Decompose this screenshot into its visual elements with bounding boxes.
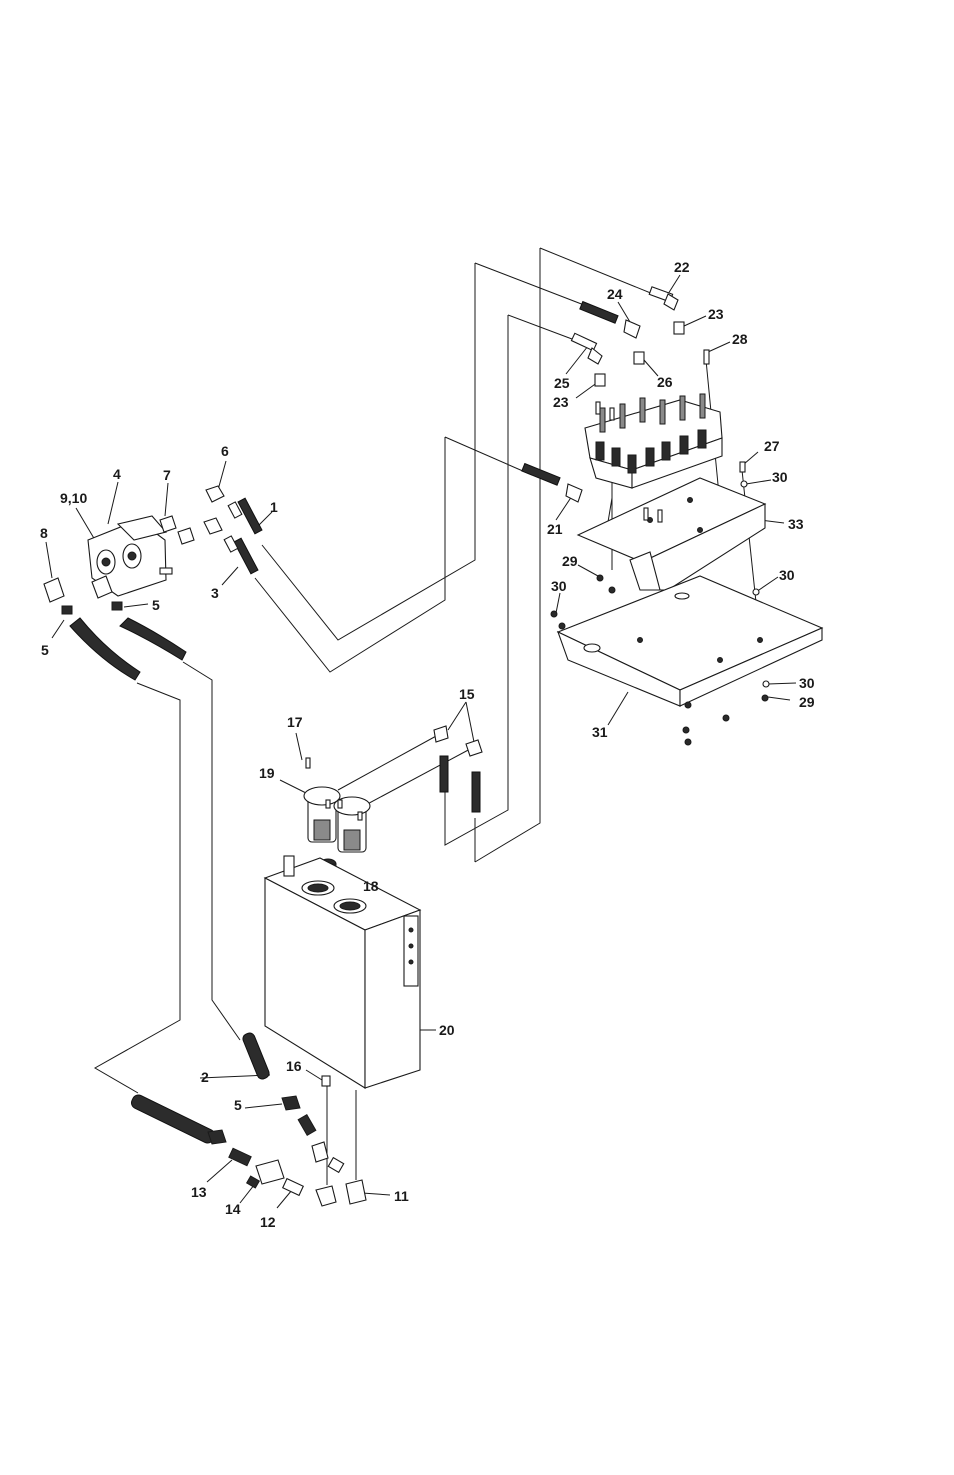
label-28: 28 [732, 331, 748, 347]
label-25: 25 [554, 375, 570, 391]
label-33: 33 [788, 516, 804, 532]
label-7: 7 [163, 467, 171, 483]
label-6: 6 [221, 443, 229, 459]
label-4: 4 [113, 466, 121, 482]
gear-pump [87, 515, 173, 597]
routing-lines [93, 247, 761, 1185]
label-20: 20 [439, 1022, 455, 1038]
label-11: 11 [394, 1188, 409, 1204]
label-5-upper-right: 5 [152, 597, 160, 613]
return-filters [303, 757, 371, 853]
label-15: 15 [459, 686, 475, 702]
label-13: 13 [191, 1184, 207, 1200]
label-30-top: 30 [772, 469, 788, 485]
label-14: 14 [225, 1201, 241, 1217]
part-labels: 1 2 3 4 5 5 5 6 7 8 9,10 11 12 13 14 15 … [40, 259, 815, 1230]
label-3: 3 [211, 585, 219, 601]
hydraulic-tank [263, 855, 422, 1089]
control-valve-bank [584, 393, 723, 489]
label-27: 27 [764, 438, 780, 454]
label-30-right: 30 [779, 567, 795, 583]
label-29-upper: 29 [562, 553, 578, 569]
label-5-upper-left: 5 [41, 642, 49, 658]
label-26: 26 [657, 374, 673, 390]
label-19: 19 [259, 765, 275, 781]
label-16: 16 [286, 1058, 302, 1074]
label-22: 22 [674, 259, 690, 275]
label-23-upper: 23 [708, 306, 724, 322]
label-24: 24 [607, 286, 623, 302]
label-12: 12 [260, 1214, 276, 1230]
pump-fittings [43, 485, 225, 615]
label-29-lower: 29 [799, 694, 815, 710]
valve-hoses-fittings [521, 286, 685, 503]
valve-bracket [576, 477, 767, 591]
label-8: 8 [40, 525, 48, 541]
tank-outlet-assembly [131, 1032, 367, 1207]
label-23-lower: 23 [553, 394, 569, 410]
base-plate [556, 575, 824, 707]
label-9-10: 9,10 [60, 490, 87, 506]
label-5-lower: 5 [234, 1097, 242, 1113]
filter-fittings [433, 725, 483, 813]
label-31: 31 [592, 724, 608, 740]
label-1: 1 [270, 499, 278, 515]
pump-pressure-hoses [223, 497, 263, 575]
label-21: 21 [547, 521, 563, 537]
label-30-bottom: 30 [799, 675, 815, 691]
hardware-right [550, 349, 770, 746]
pump-suction-hoses [69, 617, 187, 681]
label-30-left: 30 [551, 578, 567, 594]
label-2: 2 [201, 1069, 209, 1085]
label-18: 18 [363, 878, 379, 894]
label-17: 17 [287, 714, 303, 730]
